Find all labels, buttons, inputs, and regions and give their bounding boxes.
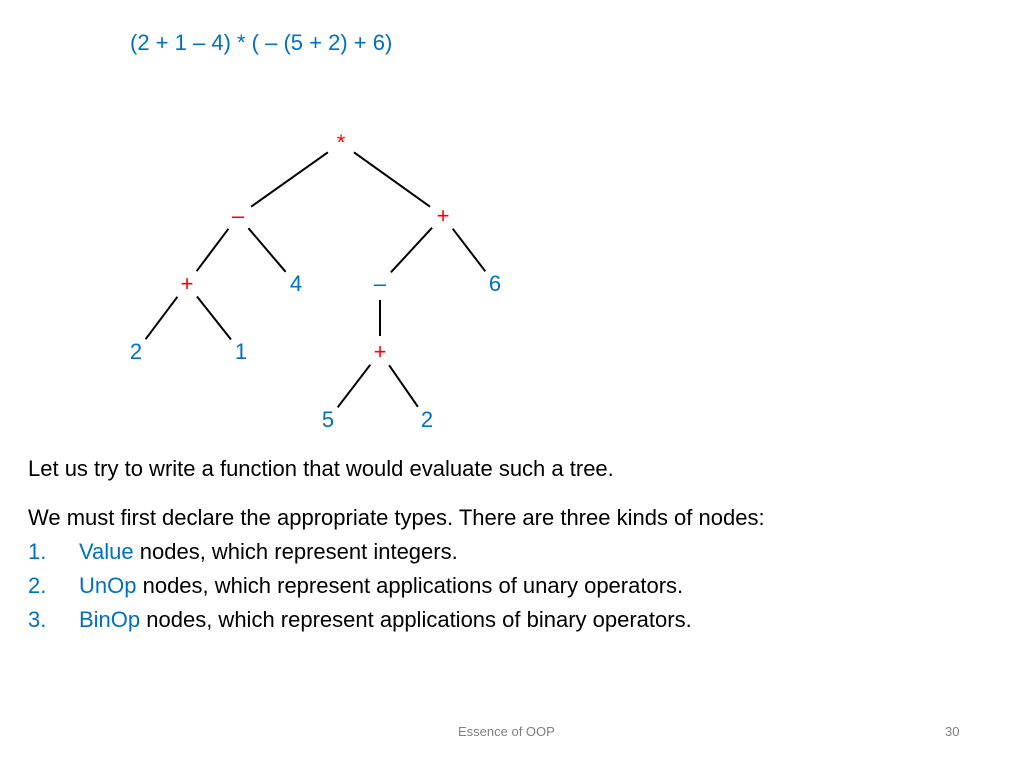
tree-edge-root-times-to-minus-left [250, 151, 329, 208]
paragraph-types: We must first declare the appropriate ty… [28, 505, 765, 530]
tree-node-neg: – [373, 271, 387, 296]
tree-edge-minus-left-to-four [247, 227, 287, 273]
tree-node-five: 5 [321, 407, 335, 432]
tree-node-plus-inner: + [180, 271, 194, 296]
tree-edge-plus-right-to-neg [390, 227, 433, 273]
list-text: BinOp nodes, which represent application… [79, 607, 692, 633]
list-description: nodes, which represent integers. [133, 539, 458, 564]
tree-edge-plus-inner-to-two-a [144, 296, 179, 340]
list-text: Value nodes, which represent integers. [79, 539, 458, 565]
tree-node-two-a: 2 [129, 339, 143, 364]
tree-node-four: 4 [289, 271, 303, 296]
list-description: nodes, which represent applications of u… [136, 573, 684, 598]
list-number: 1. [28, 539, 47, 564]
tree-edge-root-times-to-plus-right [353, 151, 431, 208]
list-text: UnOp nodes, which represent applications… [79, 573, 683, 599]
tree-edge-plus-deep-to-five [336, 364, 372, 408]
tree-node-one: 1 [234, 339, 248, 364]
tree-edge-plus-right-to-six [451, 228, 487, 272]
footer-title: Essence of OOP [458, 724, 555, 739]
list-term: UnOp [79, 573, 137, 598]
tree-edge-minus-left-to-plus-inner [195, 228, 230, 272]
tree-node-plus-deep: + [373, 339, 387, 364]
paragraph-intro: Let us try to write a function that woul… [28, 456, 614, 481]
tree-edge-plus-inner-to-one [196, 295, 232, 341]
list-number: 2. [28, 573, 47, 598]
tree-node-root-times: * [336, 130, 346, 155]
list-number: 3. [28, 607, 47, 632]
tree-node-six: 6 [488, 271, 502, 296]
tree-node-two-b: 2 [420, 407, 434, 432]
list-description: nodes, which represent applications of b… [140, 607, 692, 632]
list-term: Value [79, 539, 134, 564]
expression-title: (2 + 1 – 4) * ( – (5 + 2) + 6) [130, 30, 393, 55]
tree-edge-plus-deep-to-two-b [388, 364, 419, 408]
tree-node-plus-right: + [436, 203, 450, 228]
page-number: 30 [945, 724, 960, 739]
list-term: BinOp [79, 607, 141, 632]
tree-node-minus-left: – [231, 203, 245, 228]
